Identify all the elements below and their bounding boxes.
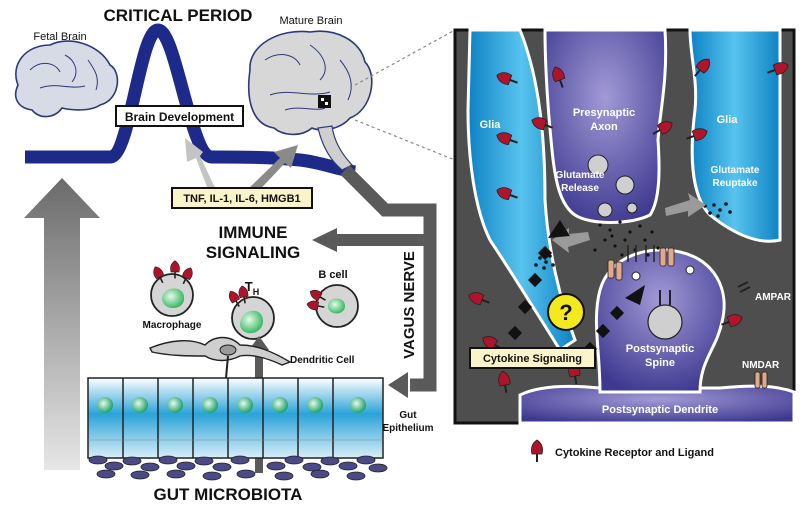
glia-right-label: Glia xyxy=(717,114,739,126)
immune-branch-arrow-head xyxy=(312,228,337,252)
dendritic-cell xyxy=(149,336,292,379)
question-icon xyxy=(547,293,585,331)
fetal-brain-label: Fetal Brain xyxy=(33,31,86,43)
postsynaptic-spine-label-2: Spine xyxy=(645,357,675,369)
dendritic-cell-label: Dendritic Cell xyxy=(290,355,355,366)
development-arrow xyxy=(24,178,100,470)
arrow-to-development xyxy=(185,138,217,195)
mature-brain-icon xyxy=(248,30,373,171)
t-helper-subscript: H xyxy=(253,287,260,297)
gut-epithelium-label-2: Epithelium xyxy=(382,423,433,434)
ampar-icon xyxy=(737,281,751,293)
presynaptic-axon-shape xyxy=(543,28,668,224)
legend-receptor-icon xyxy=(530,439,544,463)
glia-left-label: Glia xyxy=(480,119,502,131)
b-cell-label: B cell xyxy=(318,269,347,281)
t-helper-cell xyxy=(225,284,275,340)
vagus-arrow-head xyxy=(388,372,408,398)
glutamate-release-label-2: Release xyxy=(561,183,599,194)
cytokine-signaling-box xyxy=(469,347,596,369)
immune-signaling-label-2: SIGNALING xyxy=(206,243,300,262)
presynaptic-label-2: Axon xyxy=(590,121,618,133)
synapse-panel: ? xyxy=(453,28,796,425)
fetal-brain-icon xyxy=(14,40,119,118)
t-helper-label: TH xyxy=(245,279,259,297)
legend-label: Cytokine Receptor and Ligand xyxy=(555,447,714,459)
gut-microbiota xyxy=(88,455,388,481)
gut-microbiota-label: GUT MICROBIOTA xyxy=(154,485,303,504)
t-helper-letter: T xyxy=(245,279,253,294)
mature-brain-label: Mature Brain xyxy=(280,15,343,27)
postsynaptic-spine-label-1: Postsynaptic xyxy=(626,343,694,355)
macrophage-cell xyxy=(150,259,196,317)
presynaptic-label-1: Presynaptic xyxy=(573,107,635,119)
cytokine-signaling-label: Cytokine Signaling xyxy=(483,353,582,365)
zoom-line-bottom xyxy=(354,119,456,161)
vagus-nerve-label: VAGUS NERVE xyxy=(401,251,418,359)
cytokine-label: TNF, IL-1, IL-6, HMGB1 xyxy=(183,193,300,205)
brain-development-label: Brain Development xyxy=(125,110,234,124)
cytokine-box xyxy=(171,187,313,209)
critical-period-curve xyxy=(25,23,357,179)
gut-epithelium-label-1: Gut xyxy=(399,410,417,421)
zoom-line-top xyxy=(354,29,456,86)
gut-epithelium xyxy=(87,377,384,459)
reuptake-arrow xyxy=(665,193,706,217)
ampar-label: AMPAR xyxy=(755,292,792,303)
glutamate-release-label-1: Glutamate xyxy=(556,170,605,181)
glutamate-reuptake-label-2: Reuptake xyxy=(712,178,757,189)
question-mark: ? xyxy=(559,300,572,325)
postsynaptic-dendrite-label: Postsynaptic Dendrite xyxy=(602,404,718,416)
arrow-to-mature-brain xyxy=(245,145,298,198)
macrophage-label: Macrophage xyxy=(143,320,202,331)
title: CRITICAL PERIOD xyxy=(104,6,253,25)
vagus-nerve-pathway xyxy=(340,165,437,392)
nmdar-label: NMDAR xyxy=(742,360,780,371)
immune-signaling-label-1: IMMUNE xyxy=(219,223,288,242)
glutamate-reuptake-label-1: Glutamate xyxy=(711,165,760,176)
glia-right-shape xyxy=(688,28,782,243)
b-cell xyxy=(305,284,359,328)
brain-development-box xyxy=(115,105,244,127)
nmdar-icon xyxy=(754,371,768,389)
